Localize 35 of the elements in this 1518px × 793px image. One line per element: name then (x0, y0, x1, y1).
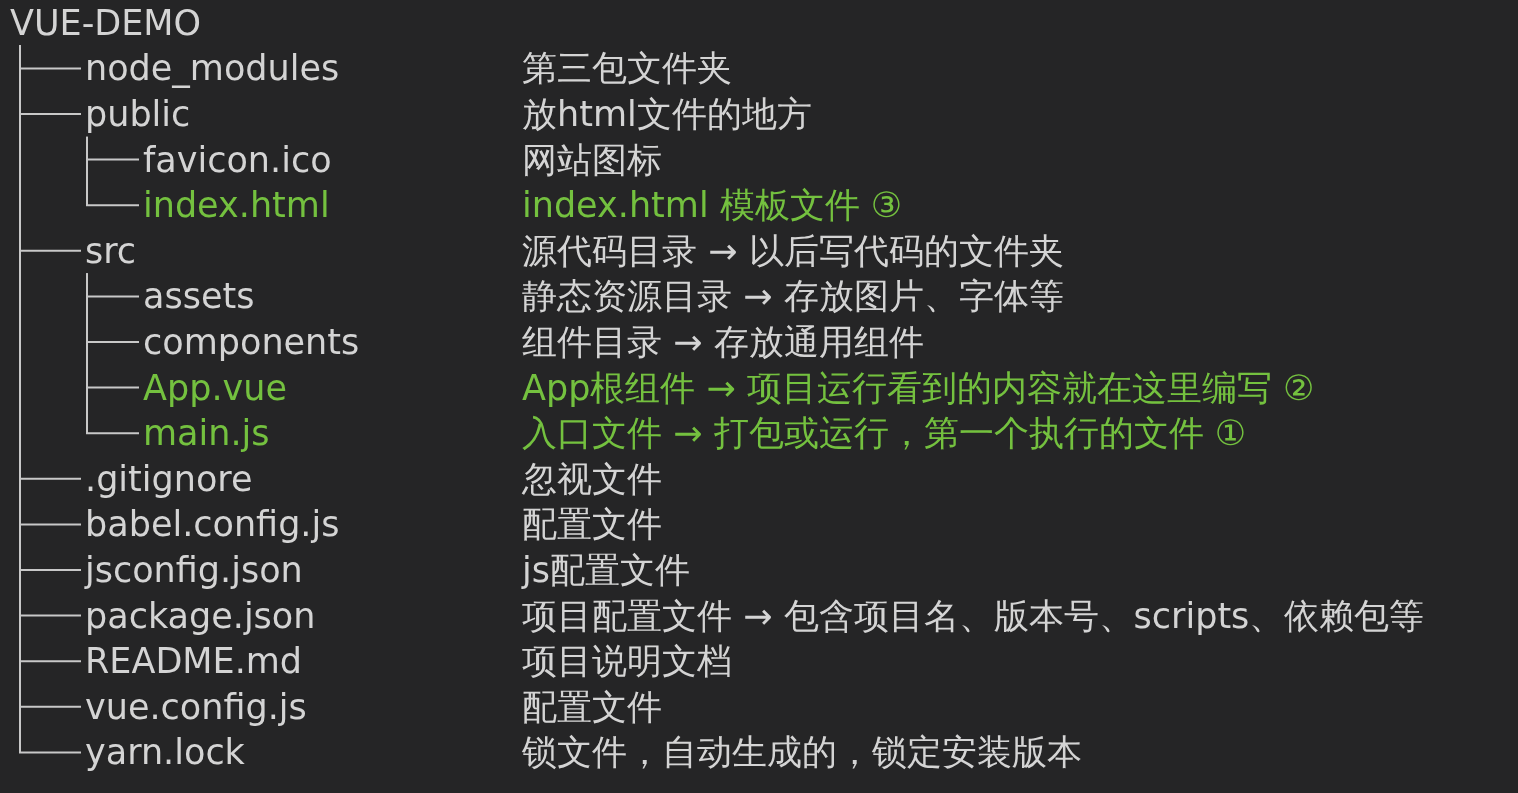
description-text: js配置文件 (522, 549, 690, 591)
folder-name: node_modules (85, 47, 340, 90)
file-name: main.js (143, 412, 270, 455)
description-text: 第三包文件夹 (522, 47, 732, 90)
tree-line (86, 135, 140, 207)
file-name: babel.config.js (85, 503, 340, 546)
folder-name: public (85, 93, 191, 135)
description-text: App根组件 → 项目运行看到的内容就在这里编写 ② (522, 366, 1315, 409)
description-text: 入口文件 → 打包或运行，第一个执行的文件 ① (522, 412, 1247, 455)
description-text: 项目说明文档 (522, 640, 732, 683)
description-text: 配置文件 (522, 685, 662, 728)
description-text: 放html文件的地方 (522, 93, 812, 135)
description-text: 静态资源目录 → 存放图片、字体等 (522, 275, 1064, 318)
description-text: 源代码目录 → 以后写代码的文件夹 (522, 229, 1064, 272)
folder-name: src (85, 229, 137, 272)
description-text: 配置文件 (522, 503, 662, 546)
description-text: 项目配置文件 → 包含项目名、版本号、scripts、依赖包等 (522, 594, 1425, 637)
folder-name: assets (143, 275, 255, 318)
file-name: README.md (85, 640, 303, 683)
file-name: favicon.ico (143, 138, 332, 181)
file-name: yarn.lock (85, 731, 245, 774)
file-name: package.json (85, 594, 316, 637)
description-text: 忽视文件 (522, 457, 662, 500)
file-name: index.html (143, 184, 330, 227)
description-text: 组件目录 → 存放通用组件 (522, 321, 924, 363)
file-name: vue.config.js (85, 685, 307, 728)
description-text: 锁文件，自动生成的，锁定安装版本 (522, 731, 1082, 774)
file-name: App.vue (143, 366, 287, 409)
description-text: index.html 模板文件 ③ (522, 184, 903, 227)
folder-name: VUE-DEMO (10, 1, 202, 44)
file-name: jsconfig.json (85, 549, 303, 591)
folder-name: components (143, 321, 360, 363)
description-text: 网站图标 (522, 138, 662, 181)
file-name: .gitignore (85, 457, 253, 500)
tree-line (86, 272, 140, 435)
